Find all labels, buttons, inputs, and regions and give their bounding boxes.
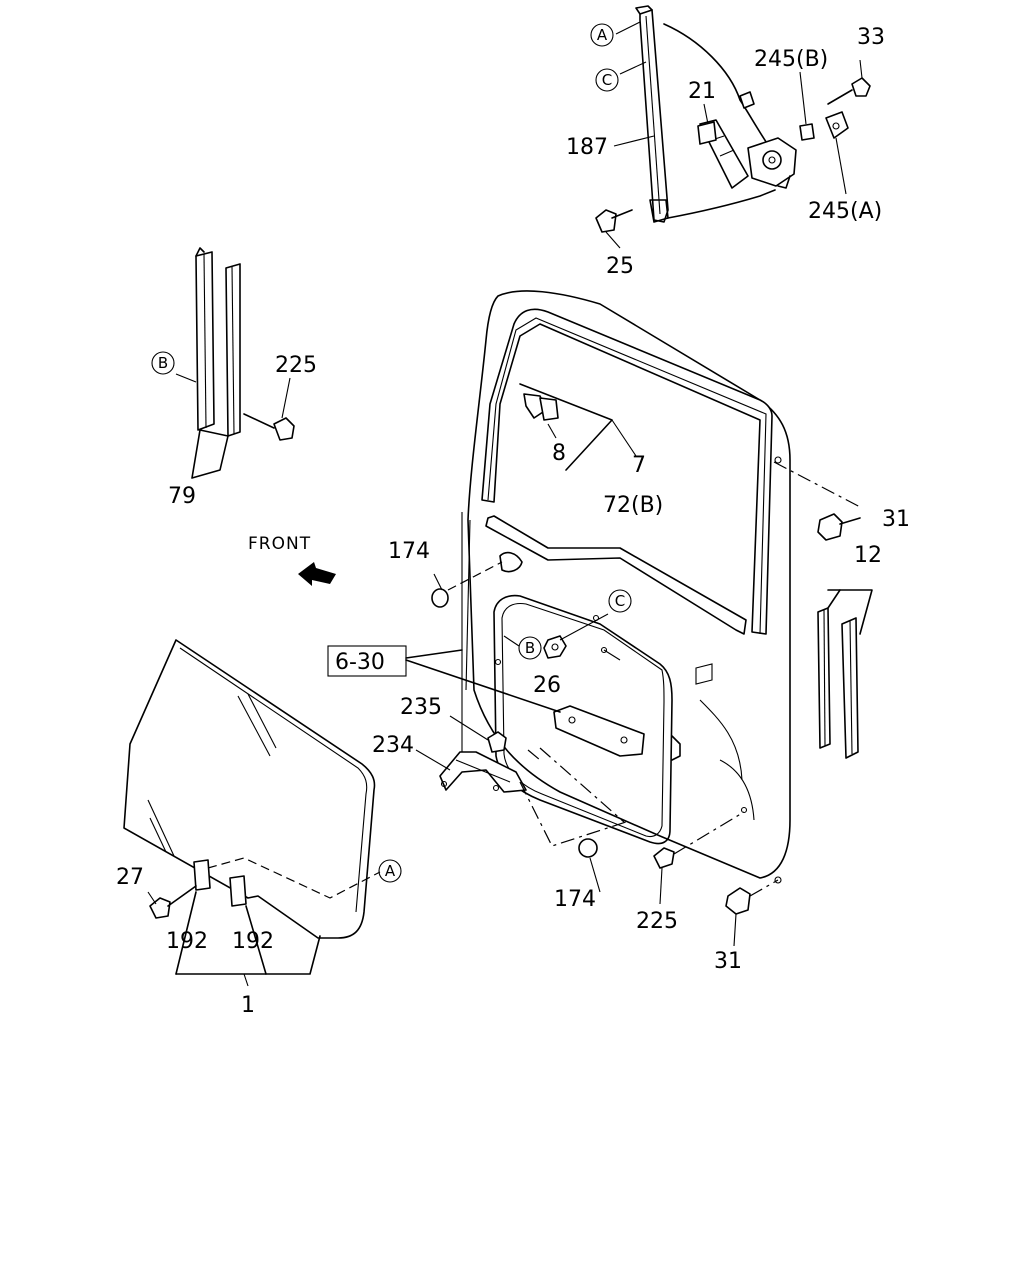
callout-c-mid: C: [608, 589, 632, 613]
label-245b: 245(B): [754, 47, 828, 72]
channel-12: [817, 589, 873, 759]
label-225-top: 225: [275, 353, 317, 378]
window-regulator-assembly: [595, 5, 871, 249]
label-174-top: 174: [388, 539, 430, 564]
label-31-top: 31: [882, 507, 910, 532]
svg-text:B: B: [525, 639, 535, 657]
bracket-234: [415, 749, 527, 793]
label-79: 79: [168, 484, 196, 509]
svg-text:A: A: [385, 862, 396, 880]
label-33: 33: [857, 25, 885, 50]
label-8: 8: [552, 441, 566, 466]
door-inner-panel: [461, 290, 791, 884]
label-245a: 245(A): [808, 199, 882, 224]
label-225-bottom: 225: [636, 909, 678, 934]
svg-text:A: A: [597, 26, 608, 44]
front-direction-arrow: [298, 562, 336, 586]
label-192-a: 192: [166, 929, 208, 954]
bolt-235: [449, 715, 507, 753]
callout-c-top: C: [595, 68, 619, 92]
label-72b: 72(B): [603, 493, 663, 518]
rubber-stopper-31-top: [773, 461, 863, 541]
label-7: 7: [632, 453, 646, 478]
nut-26: [543, 613, 609, 659]
label-187: 187: [566, 135, 608, 160]
front-label: FRONT: [248, 534, 311, 554]
door-glass-1: [123, 639, 381, 987]
label-26: 26: [533, 673, 561, 698]
label-235: 235: [400, 695, 442, 720]
label-25: 25: [606, 254, 634, 279]
label-6-30: 6-30: [335, 650, 385, 675]
label-234: 234: [372, 733, 414, 758]
callout-a-top: A: [590, 23, 614, 47]
callout-b-mid: B: [503, 635, 542, 660]
rubber-stopper-31-bottom: [725, 879, 779, 915]
ref-box-6-30: [327, 645, 407, 677]
label-174-bottom: 174: [554, 887, 596, 912]
callout-b-left: B: [151, 351, 175, 375]
label-1: 1: [241, 993, 255, 1018]
label-27: 27: [116, 865, 144, 890]
run-channel-79: [175, 247, 295, 479]
label-192-b: 192: [232, 929, 274, 954]
label-12: 12: [854, 543, 882, 568]
label-21: 21: [688, 79, 716, 104]
label-31-bottom: 31: [714, 949, 742, 974]
svg-text:B: B: [158, 354, 168, 372]
callout-a-glass: A: [378, 859, 402, 883]
hole-plug-174: [431, 561, 598, 858]
svg-text:C: C: [615, 592, 625, 610]
svg-text:C: C: [602, 71, 612, 89]
bolt-225-bottom: [653, 811, 745, 869]
